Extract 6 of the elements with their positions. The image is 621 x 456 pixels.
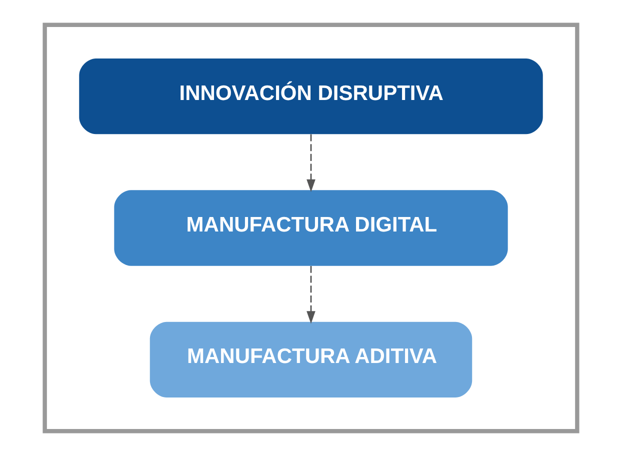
- arrow: [306, 266, 315, 324]
- arrow: [306, 134, 315, 192]
- cluster: [42, 22, 579, 434]
- node-box: MANUFACTURA DIGITAL: [114, 190, 508, 266]
- node-box: MANUFACTURA ADITIVA: [149, 322, 472, 398]
- node-box: INNOVACIÓN DISRUPTIVA: [78, 58, 542, 134]
